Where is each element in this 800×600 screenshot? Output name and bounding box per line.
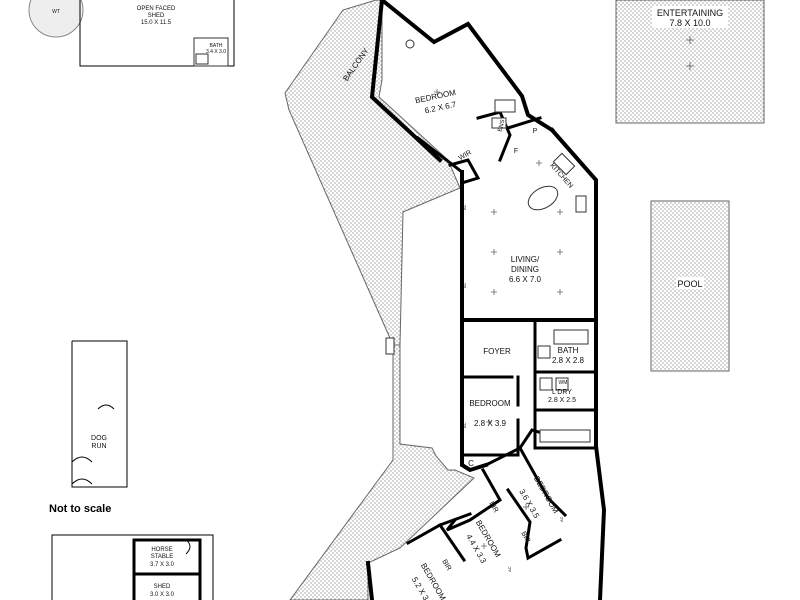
open-faced-shed: OPEN FACED SHED 15.0 X 11.5 BATH 3.4 X 3… — [79, 0, 235, 67]
shed-open-label-1: OPEN FACED — [137, 6, 176, 12]
water-tank — [28, 0, 84, 38]
dog-run: DOG RUN — [71, 340, 128, 488]
bir-label-1: BIR — [487, 500, 499, 514]
bath-label: BATH — [558, 346, 579, 355]
bir-label-3: BIR — [440, 558, 452, 572]
c-label: C — [468, 459, 474, 468]
shed-open-size: 15.0 X 11.5 — [141, 20, 172, 26]
foyer-label: FOYER — [483, 347, 511, 356]
ac-marker: AC — [462, 422, 467, 428]
house-walls — [365, 0, 607, 600]
ens-label: ENS — [498, 119, 507, 132]
living-label-2: DINING — [511, 265, 539, 274]
p-label: P — [533, 128, 538, 135]
shed-bath-label: BATH — [210, 43, 223, 49]
living-label-1: LIVING/ — [511, 255, 540, 264]
laundry-size: 2.8 X 2.5 — [548, 397, 576, 404]
shed-open-label-2: SHED — [148, 13, 165, 19]
shed-label: SHED — [154, 584, 171, 590]
not-to-scale-note: Not to scale — [49, 503, 112, 515]
ac-marker: AC — [462, 282, 467, 288]
wm-label: WM — [559, 380, 568, 386]
dog-run-label-2: RUN — [91, 443, 106, 450]
fixtures — [405, 39, 591, 443]
deck-upper — [284, 0, 461, 346]
light-markers — [434, 89, 563, 549]
pool: POOL — [650, 200, 730, 372]
living-size: 6.6 X 7.0 — [509, 275, 542, 284]
shed-bath-size: 3.4 X 3.0 — [206, 49, 226, 55]
bedroom-36-size: 3.6 X 3.5 — [517, 488, 541, 521]
dog-run-label-1: DOG — [91, 435, 107, 442]
entertaining-area: ENTERTAINING 7.8 X 10.0 — [615, 0, 765, 124]
pool-label: POOL — [677, 279, 702, 289]
horse-stable-label-1: HORSE — [151, 547, 172, 553]
horse-stable-size: 3.7 X 3.0 — [150, 562, 175, 568]
bedroom-small-label: BEDROOM — [469, 399, 511, 408]
ac-marker: AC — [462, 204, 467, 210]
entertaining-label: ENTERTAINING — [657, 8, 723, 18]
bedroom-small-size: 2.8 X 3.9 — [474, 419, 507, 428]
f-label: F — [514, 148, 518, 155]
entertaining-size: 7.8 X 10.0 — [669, 18, 710, 28]
deck-lower — [289, 344, 475, 600]
water-tank-label: WT — [52, 9, 60, 15]
horse-stable-label-2: STABLE — [151, 554, 174, 560]
shed-size: 3.0 X 3.0 — [150, 592, 175, 598]
ac-markers: AC AC AC AC AC — [462, 204, 564, 572]
bir-label-2: BIR — [519, 530, 531, 544]
bath-size: 2.8 X 2.8 — [552, 356, 585, 365]
ac-marker: AC — [559, 516, 564, 522]
laundry-label: L'DRY — [552, 389, 572, 396]
stable-block: HORSE STABLE 3.7 X 3.0 SHED 3.0 X 3.0 — [51, 534, 214, 600]
ac-marker: AC — [507, 566, 512, 572]
